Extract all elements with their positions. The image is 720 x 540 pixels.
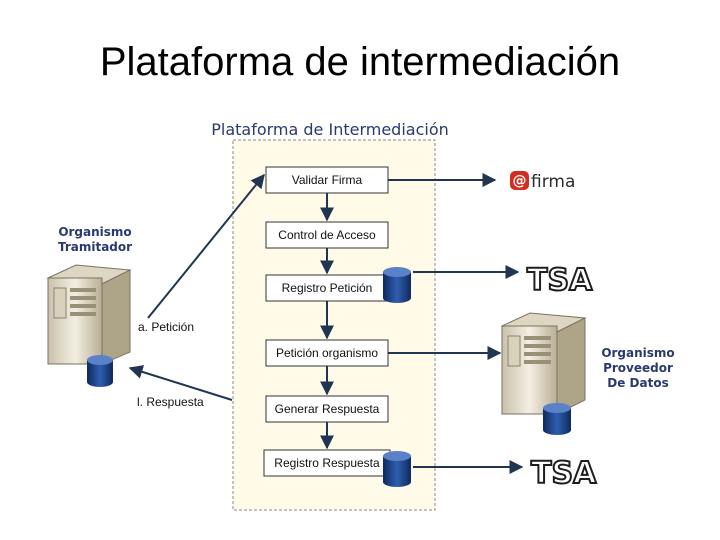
- step-label-registro-peticion: Registro Petición: [282, 281, 373, 295]
- step-label-registro-respuesta: Registro Respuesta: [274, 456, 380, 470]
- tsa-logo-top: TSA: [527, 263, 593, 298]
- tsa-logo-bottom: TSA: [531, 456, 597, 491]
- left-org-line1: Organismo: [58, 225, 131, 239]
- step-box-registro-peticion: [265, 274, 389, 302]
- server-icon: [46, 264, 132, 365]
- arrow-response: [128, 365, 233, 401]
- step-box-control-acceso: [265, 221, 389, 249]
- database-icon: [543, 403, 571, 435]
- right-org-line2: Proveedor: [603, 361, 673, 375]
- step-box-registro-respuesta: [263, 449, 391, 477]
- step-label-peticion-organismo: Petición organismo: [276, 346, 378, 360]
- platform-title: Plataforma de Intermediación: [211, 120, 449, 139]
- afirma-logo-mark: @: [513, 173, 527, 189]
- left-org-line2: Tramitador: [58, 240, 132, 254]
- step-box-generar-respuesta: [265, 395, 389, 423]
- right-org-line1: Organismo: [601, 346, 674, 360]
- afirma-logo-text: firma: [531, 172, 575, 192]
- step-label-validar-firma: Validar Firma: [292, 173, 363, 187]
- label-response: l. Respuesta: [137, 395, 204, 409]
- arrow-request: [147, 173, 265, 319]
- database-icon: [87, 355, 113, 387]
- platform-panel: [232, 139, 436, 511]
- afirma-logo: @ firma: [510, 171, 575, 192]
- external-arrows: [128, 173, 524, 474]
- step-label-control-acceso: Control de Acceso: [278, 228, 376, 242]
- server-icon: [500, 312, 587, 415]
- slide-title: Plataforma de intermediación: [99, 40, 621, 84]
- database-icon: [383, 267, 411, 303]
- step-boxes: Validar Firma Control de Acceso Registro…: [263, 166, 391, 477]
- right-org-line3: De Datos: [607, 376, 668, 390]
- tsa-logo: TSA: [526, 262, 594, 299]
- label-request: a. Petición: [138, 320, 194, 334]
- database-icon: [383, 451, 411, 487]
- step-label-generar-respuesta: Generar Respuesta: [275, 402, 380, 416]
- step-box-peticion-organismo: [265, 339, 389, 367]
- tsa-logo: TSA: [530, 455, 598, 492]
